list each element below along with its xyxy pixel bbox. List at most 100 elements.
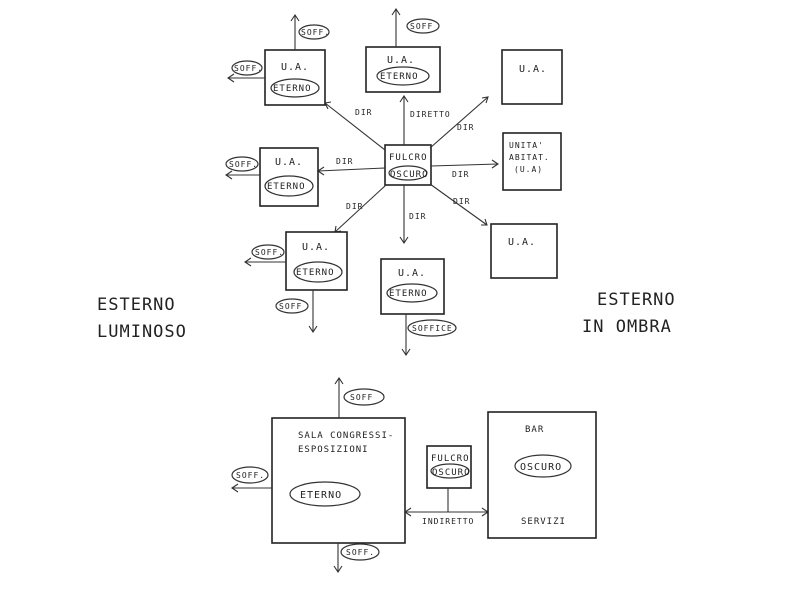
unit-top-right-label: U.A. <box>519 64 547 75</box>
sala-soft-bottom-ellipse <box>340 543 380 561</box>
edge-label-bottom: DIR <box>409 212 426 221</box>
unit-bottom-right-box <box>490 223 558 279</box>
unit-mid-left-box <box>259 147 319 207</box>
connector-bottom-left <box>334 184 387 233</box>
unit-bottom-center-eterno: ETERNO <box>389 289 428 299</box>
sala-congressi-line2: ESPOSIZIONI <box>298 445 369 455</box>
edge-label-left: DIR <box>336 157 353 166</box>
bar-label: BAR <box>525 425 544 435</box>
unit-bottom-left-eterno-ellipse <box>293 261 343 283</box>
unit-right-line1: UNITA' <box>509 141 544 150</box>
sala-eterno-ellipse <box>289 481 361 507</box>
indirect-arrowhead-left <box>404 507 412 517</box>
edge-label-top-left: DIR <box>355 108 372 117</box>
unit-top-center: U.A. ETERNO SOFF <box>365 8 441 93</box>
unit-top-left-eterno: ETERNO <box>273 84 312 94</box>
unit-right-line2: ABITAT. <box>509 153 550 162</box>
bottom-fulcro-label: FULCRO <box>431 454 470 464</box>
bottom-fulcro-box <box>426 445 472 489</box>
soft-top-center-arrowhead <box>391 8 401 16</box>
label-esterno-in-ombra-line2: IN OMBRA <box>582 317 672 337</box>
unit-bottom-center: U.A. ETERNO SOFFICE <box>380 258 457 356</box>
unit-right-box <box>502 132 562 191</box>
soft-left-arrowhead <box>227 73 235 83</box>
unit-bottom-left-label: U.A. <box>302 242 330 253</box>
bottom-oscuro-label: OSCURO <box>432 468 471 478</box>
sala-soft-bottom-label: SOFF. <box>346 548 375 557</box>
sala-soft-top-arrowhead <box>334 377 344 385</box>
sala-congressi-line1: SALA CONGRESSI- <box>298 431 394 441</box>
sala-soft-bottom-arrowhead <box>333 565 343 573</box>
sala-soft-left-ellipse <box>231 466 269 484</box>
unit-bottom-center-eterno-ellipse <box>386 283 438 303</box>
soft-left-label: SOFF. <box>234 64 263 73</box>
label-esterno-in-ombra: ESTERNO IN OMBRA <box>582 290 675 337</box>
soft-bottom-left-side-label: SOFF. <box>255 248 284 257</box>
indirect-connector: INDIRETTO <box>404 488 489 526</box>
connector-left <box>317 167 386 172</box>
unit-bottom-left: U.A. ETERNO SOFF. SOFF <box>244 231 348 333</box>
soft-bottom-left-down-ellipse <box>275 298 309 314</box>
soft-bottom-center-ellipse <box>407 319 457 337</box>
edge-label-top: DIRETTO <box>410 110 451 119</box>
unit-top-left-label: U.A. <box>281 62 309 73</box>
arrowhead-bottom-right <box>481 218 488 226</box>
unit-top-left: U.A. ETERNO SOFF. SOFF. <box>227 14 330 106</box>
soft-top-center-ellipse <box>406 18 440 34</box>
unit-top-center-label: U.A. <box>387 55 415 66</box>
label-esterno-luminoso: ESTERNO LUMINOSO <box>97 295 187 342</box>
unit-bottom-right: U.A. <box>490 223 558 279</box>
unit-top-center-box <box>365 46 441 93</box>
soft-mid-left-ellipse <box>225 156 259 172</box>
sala-congressi-node: SALA CONGRESSI- ESPOSIZIONI ETERNO SOFF … <box>231 377 406 573</box>
connector-top-left <box>324 102 386 151</box>
unit-mid-left-eterno-ellipse <box>264 175 314 197</box>
bar-node: BAR OSCURO SERVIZI <box>487 411 597 539</box>
unit-top-center-eterno: ETERNO <box>380 72 419 82</box>
unit-right: UNITA' ABITAT. (U.A) <box>502 132 562 191</box>
unit-bottom-right-label: U.A. <box>508 237 536 248</box>
soft-bottom-left-side-arrowhead <box>244 257 252 267</box>
edge-label-bottom-right: DIR <box>453 197 470 206</box>
soft-bottom-left-down-label: SOFF <box>279 302 302 311</box>
servizi-label: SERVIZI <box>521 517 566 527</box>
edge-label-right: DIR <box>452 170 469 179</box>
soft-bottom-left-side-ellipse <box>251 244 285 260</box>
soft-up-arrowhead <box>290 14 300 22</box>
bar-oscuro-ellipse <box>514 454 572 478</box>
soft-up-ellipse <box>298 24 330 40</box>
soft-mid-left-arrowhead <box>225 170 233 180</box>
unit-top-right: U.A. <box>501 49 563 105</box>
soft-top-center-label: SOFF <box>410 22 433 31</box>
label-esterno-luminoso-line2: LUMINOSO <box>97 322 187 342</box>
soft-left-ellipse <box>231 60 263 76</box>
fulcro-oscuro-node: FULCRO OSCURO <box>384 144 432 186</box>
bar-box <box>487 411 597 539</box>
sala-soft-left-label: SOFF. <box>236 471 265 480</box>
indirect-label: INDIRETTO <box>422 517 474 526</box>
sala-soft-top-label: SOFF <box>350 393 373 402</box>
oscuro-label: OSCURO <box>390 170 429 180</box>
unit-top-right-box <box>501 49 563 105</box>
connector-right <box>430 163 499 167</box>
sala-eterno-label: ETERNO <box>300 490 342 501</box>
connector-bottom-right <box>429 183 488 226</box>
label-esterno-luminoso-line1: ESTERNO <box>97 295 176 315</box>
unit-bottom-center-label: U.A. <box>398 268 426 279</box>
edge-label-top-right: DIR <box>457 123 474 132</box>
arrowhead-right <box>491 159 499 169</box>
connector-top-right <box>429 96 489 149</box>
edge-label-bottom-left: DIR <box>346 202 363 211</box>
soft-mid-left-label: SOFF. <box>229 160 258 169</box>
fulcro-label: FULCRO <box>389 153 428 163</box>
arrowhead-top-right <box>481 96 489 104</box>
soft-bottom-left-down-arrowhead <box>308 325 318 333</box>
fulcro-oscuro-box <box>384 144 432 186</box>
unit-bottom-left-box <box>285 231 348 291</box>
unit-right-line3: (U.A) <box>514 165 543 174</box>
bar-oscuro-label: OSCURO <box>520 462 562 473</box>
unit-top-left-eterno-ellipse <box>270 78 320 98</box>
soft-up-label: SOFF. <box>301 28 330 37</box>
sala-soft-left-arrowhead <box>231 483 239 493</box>
